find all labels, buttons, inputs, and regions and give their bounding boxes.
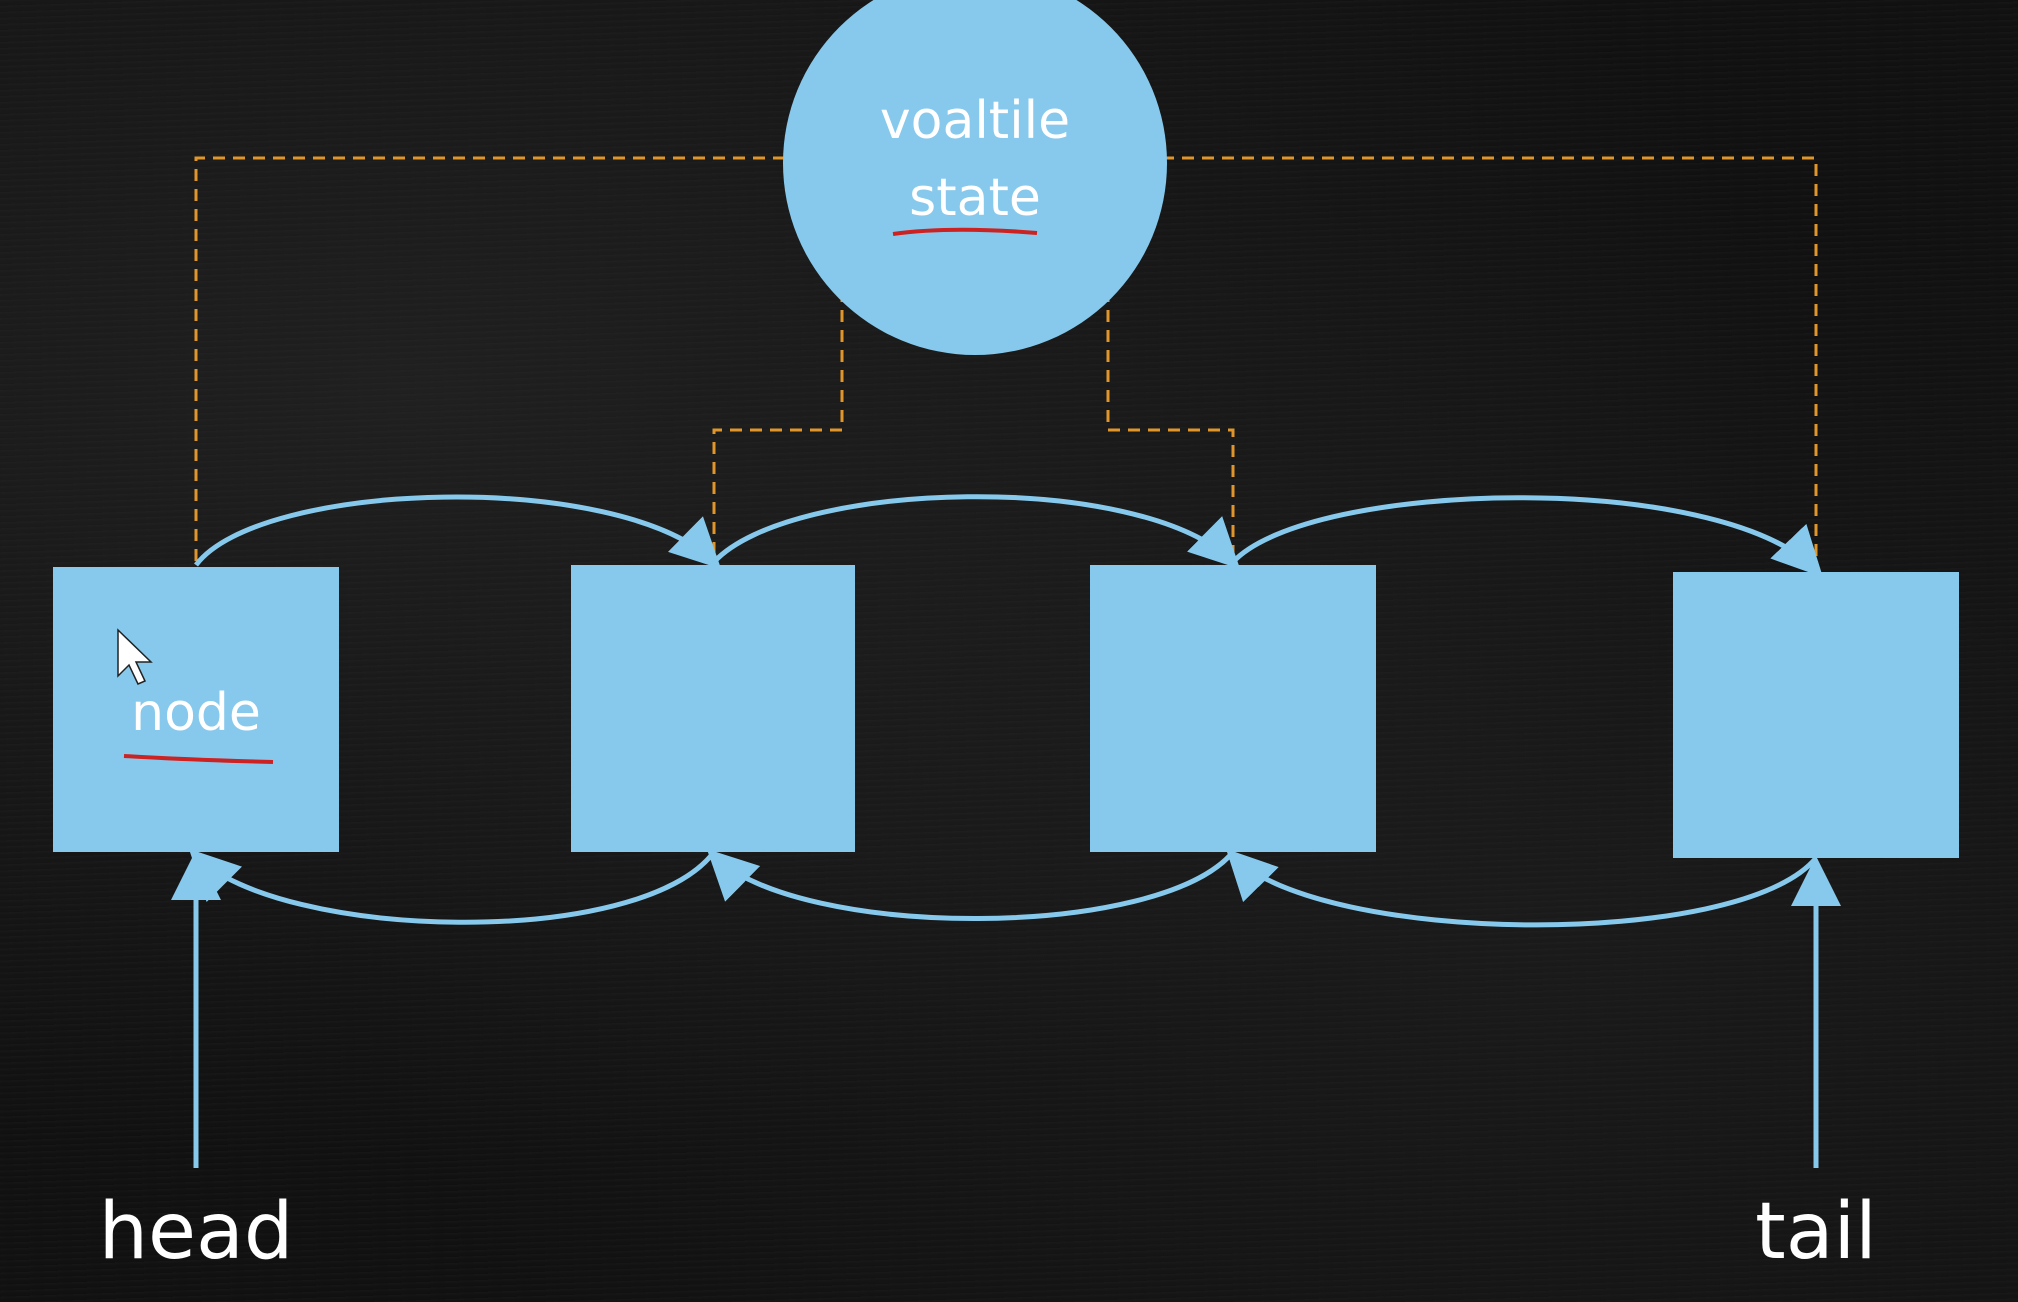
state-underline — [892, 227, 1038, 236]
state-links — [194, 156, 1818, 570]
state-label-line1: voaltile — [880, 91, 1070, 151]
prev-arrow-2-1 — [188, 848, 716, 925]
node-box-4 — [1673, 572, 1959, 858]
mouse-cursor-icon — [117, 628, 153, 685]
dashed-link-node-2 — [712, 290, 844, 562]
volatile-state-circle — [783, 0, 1167, 355]
node-list: node — [53, 565, 1959, 858]
node-box-2 — [571, 565, 855, 852]
state-label-line2: state — [909, 168, 1041, 228]
next-arrows — [194, 494, 1823, 578]
tail-label: tail — [1755, 1187, 1877, 1277]
prev-arrows — [188, 848, 1818, 928]
next-arrow-2-3 — [712, 494, 1241, 570]
node-underline — [123, 754, 274, 764]
prev-arrow-4-3 — [1225, 848, 1818, 928]
dashed-link-node-4 — [1162, 156, 1818, 570]
head-label: head — [99, 1187, 294, 1277]
state-circle-group: voaltile state — [783, 0, 1167, 355]
node-box-3 — [1090, 565, 1376, 852]
prev-arrow-3-2 — [706, 849, 1235, 921]
dashed-link-node-1 — [194, 156, 785, 565]
dashed-link-node-3 — [1106, 290, 1235, 562]
head-tail-pointers — [171, 850, 1841, 1168]
node-box-1 — [53, 567, 339, 852]
next-arrow-1-2 — [194, 494, 722, 569]
node-label: node — [131, 683, 261, 743]
next-arrow-3-4 — [1231, 495, 1823, 578]
